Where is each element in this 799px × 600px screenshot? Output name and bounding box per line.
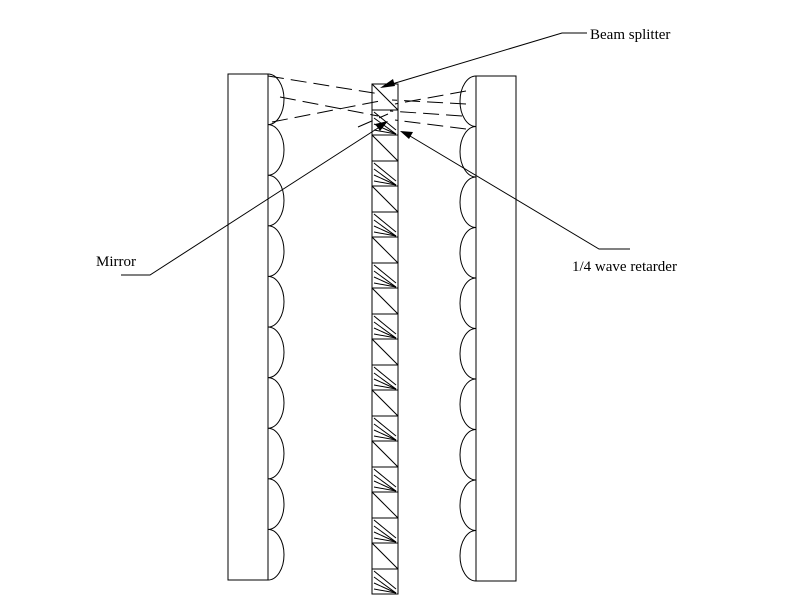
mirror-hatch: [373, 264, 397, 284]
mirror-hatch: [373, 372, 397, 390]
mirror-hatch: [373, 129, 397, 135]
mirror-arrowhead: [375, 121, 388, 131]
beam-splitter-arrowhead: [380, 79, 395, 88]
left-lens-array: [227, 73, 285, 581]
ray-right-mid: [391, 99, 467, 105]
mirror-hatch: [373, 582, 397, 594]
retarder-arrowhead: [400, 131, 413, 139]
light-rays: [267, 75, 467, 130]
mirror-hatch: [373, 537, 397, 543]
mirror-hatch: [373, 378, 397, 390]
left-plate: [227, 73, 269, 581]
mirror-hatch: [373, 117, 397, 135]
mirror-hatch: [373, 180, 397, 186]
mirror-hatch: [373, 225, 397, 237]
mirror-hatch: [373, 531, 397, 543]
retarder-callout: 1/4 wave retarder: [400, 131, 677, 275]
ray-right-bottom: [394, 119, 467, 130]
mirror-hatch: [373, 321, 397, 339]
mirror-hatch: [373, 423, 397, 441]
splitter-diagonal: [371, 389, 399, 417]
mirror-hatch: [373, 213, 397, 233]
splitter-column: [371, 83, 399, 595]
mirror-hatch: [373, 588, 397, 594]
mirror-hatch: [373, 270, 397, 288]
mirror-hatch: [373, 168, 397, 186]
mirror-hatch: [373, 435, 397, 441]
splitter-diagonal: [371, 83, 399, 111]
mirror-hatch: [373, 480, 397, 492]
mirror-hatch: [373, 327, 397, 339]
beam-splitter-callout: Beam splitter: [380, 27, 670, 88]
ray-left-top: [267, 75, 381, 95]
ray-left-cross: [357, 113, 389, 128]
beam-splitter-label: Beam splitter: [590, 27, 670, 43]
ray-right-low: [389, 110, 463, 117]
mirror-hatch: [373, 174, 397, 186]
right-lenslets: [459, 75, 477, 582]
splitter-diagonal: [371, 542, 399, 570]
ray-left-mid: [279, 96, 379, 117]
mirror-callout: Mirror: [96, 121, 388, 276]
mirror-hatch: [373, 219, 397, 237]
mirror-hatch: [373, 162, 397, 182]
ray-right-top: [394, 90, 467, 105]
mirror-hatch: [373, 417, 397, 437]
mirror-hatch: [373, 576, 397, 594]
ray-left-low: [271, 99, 386, 123]
splitter-diagonal: [371, 440, 399, 468]
retarder-leader: [409, 135, 630, 250]
retarder-label: 1/4 wave retarder: [572, 259, 677, 275]
mirror-hatch: [373, 474, 397, 492]
mirror-hatch: [373, 231, 397, 237]
beam-splitter-leader: [391, 32, 587, 85]
splitter-diagonal: [371, 236, 399, 264]
mirror-hatch: [373, 276, 397, 288]
splitter-diagonal: [371, 338, 399, 366]
splitter-diagonal: [371, 134, 399, 162]
mirror-hatch: [373, 282, 397, 288]
mirror-hatch: [373, 429, 397, 441]
mirror-hatch: [373, 315, 397, 335]
splitter-diagonal: [371, 491, 399, 519]
mirror-hatch: [373, 570, 397, 590]
mirror-hatch: [373, 384, 397, 390]
right-lens-array: [459, 75, 517, 582]
mirror-leader: [121, 127, 379, 276]
mirror-hatch: [373, 366, 397, 386]
splitter-diagonal: [371, 287, 399, 315]
mirror-hatch: [373, 333, 397, 339]
mirror-hatch: [373, 468, 397, 488]
mirror-hatch: [373, 486, 397, 492]
mirror-hatch: [373, 519, 397, 539]
right-plate: [475, 75, 517, 582]
splitter-diagonal: [371, 185, 399, 213]
mirror-hatch: [373, 111, 397, 131]
mirror-hatch: [373, 525, 397, 543]
mirror-label: Mirror: [96, 254, 136, 270]
left-lenslets: [267, 73, 285, 581]
